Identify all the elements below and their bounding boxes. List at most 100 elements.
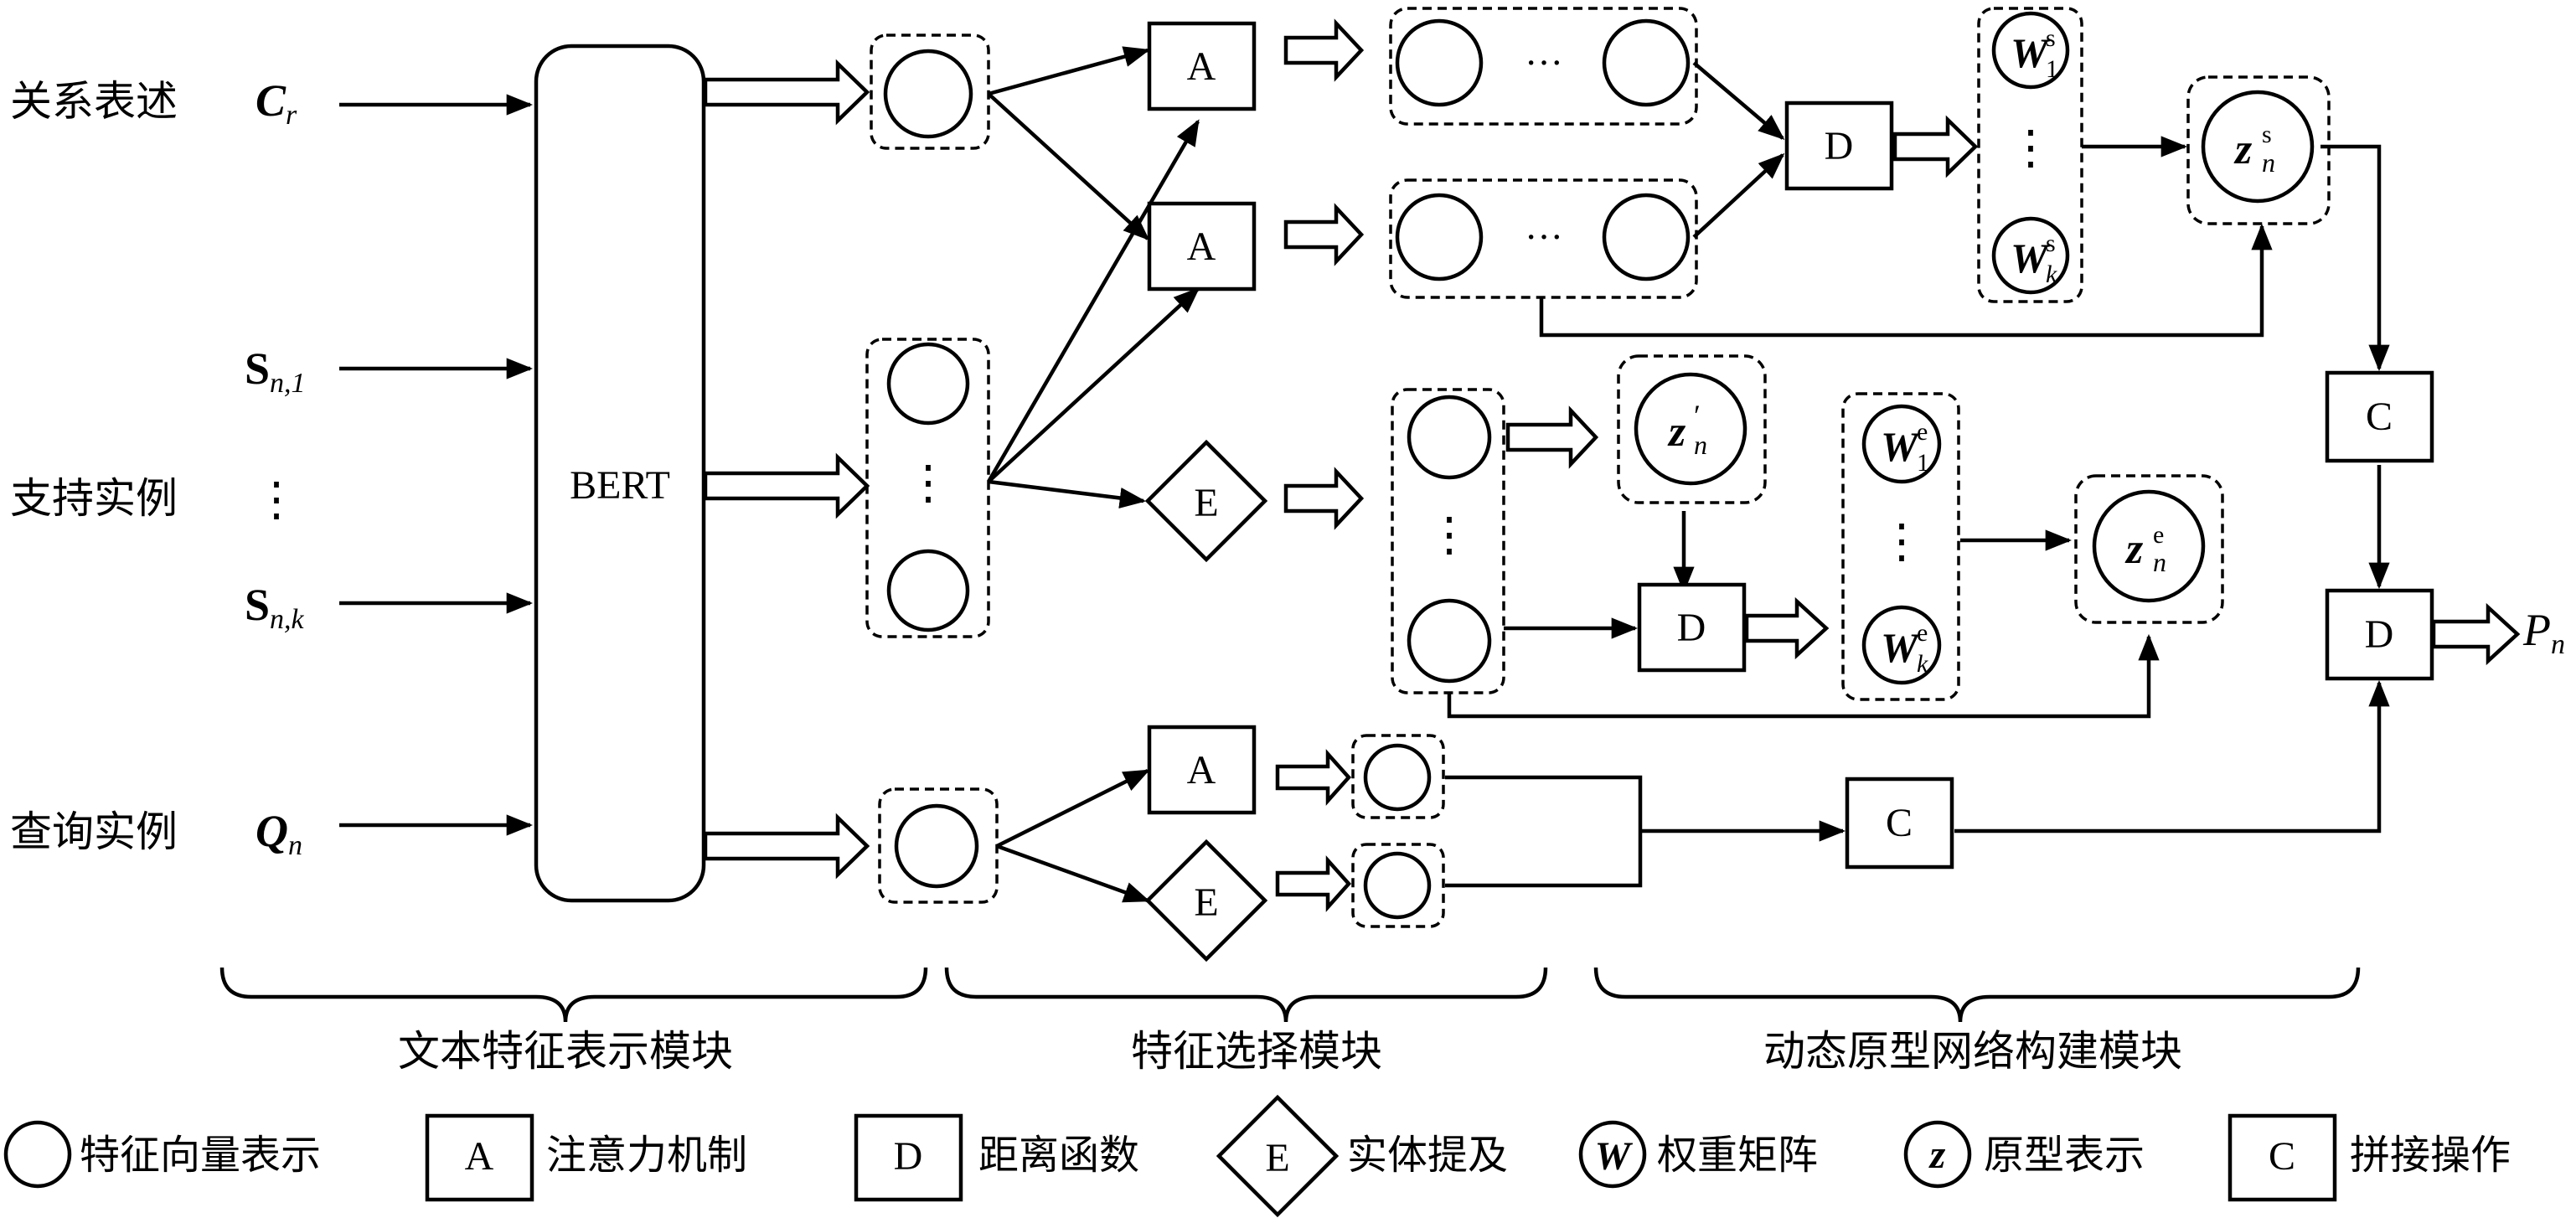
final-output-arrow (2431, 602, 2521, 666)
query-entity-feature (1351, 843, 1445, 928)
query-symbol: Qn (256, 806, 302, 861)
entity-to-prototype-arrow (1505, 405, 1599, 469)
attention-block-1: A (1147, 21, 1257, 111)
support-weight-matrices: W s 1 ⋮ W s k (1977, 7, 2083, 303)
svg-text:C: C (2366, 395, 2393, 439)
legend: 特征向量表示 A 注意力机制 D 距离函数 E 实体提及 W 权重矩阵 z 原型… (3, 1094, 2511, 1218)
module-feature-selection: 特征选择模块 (1131, 1027, 1382, 1076)
legend-prototype: z 原型表示 (1903, 1120, 2145, 1189)
query-vector (878, 787, 999, 904)
distance-block-3: D (2325, 588, 2434, 681)
svg-text:A: A (465, 1134, 494, 1179)
legend-attention: A 注意力机制 (425, 1113, 747, 1202)
svg-text:距离函数: 距离函数 (978, 1132, 1139, 1179)
support-prototype: z s n (2186, 75, 2331, 225)
distance-block-1: D (1784, 101, 1894, 191)
svg-text:e: e (1917, 619, 1928, 647)
svg-text:n: n (1694, 430, 1707, 460)
svg-text:z: z (1667, 408, 1686, 456)
svg-text:E: E (1265, 1136, 1289, 1180)
entity-prototype-final: z e n (2074, 474, 2224, 624)
svg-text:D: D (1825, 124, 1854, 168)
support-first-symbol: Sn,1 (245, 343, 306, 399)
svg-text:C: C (1886, 801, 1913, 845)
legend-distance: D 距离函数 (854, 1113, 1139, 1202)
svg-text:s: s (2262, 121, 2272, 148)
svg-text:e: e (2153, 521, 2164, 549)
svg-text:原型表示: 原型表示 (1984, 1132, 2145, 1179)
svg-text:W: W (1595, 1134, 1634, 1179)
support-vector-dots: ⋮ (905, 457, 952, 509)
svg-text:⋮: ⋮ (2007, 122, 2054, 174)
module-dynamic-prototype: 动态原型网络构建模块 (1763, 1027, 2182, 1076)
entity-features: ⋮ (1391, 388, 1505, 694)
distance-block-2: D (1637, 582, 1747, 673)
relation-label: 关系表述 (10, 77, 178, 126)
svg-text:特征向量表示: 特征向量表示 (80, 1132, 321, 1179)
input-labels: 关系表述 Cr Sn,1 支持实例 ⋮ Sn,k 查询实例 Qn (10, 75, 306, 861)
bert-encoder: BERT (534, 44, 706, 903)
svg-text:E: E (1194, 880, 1218, 925)
legend-feature-vector: 特征向量表示 (3, 1120, 321, 1189)
selection-arrows (987, 46, 1200, 903)
relation-attended-features: ··· (1389, 7, 1698, 126)
svg-text:s: s (2046, 230, 2056, 257)
svg-text:W: W (1881, 624, 1921, 671)
svg-text:E: E (1194, 481, 1218, 525)
svg-text:1: 1 (2046, 55, 2058, 83)
svg-text:⋮: ⋮ (1878, 516, 1925, 568)
svg-text:D: D (1677, 606, 1706, 650)
support-dots: ⋮ (253, 474, 300, 526)
svg-text:z: z (2124, 525, 2144, 573)
svg-text:A: A (1187, 44, 1216, 89)
support-vectors: ⋮ (865, 338, 990, 638)
svg-text:A: A (1187, 225, 1216, 269)
svg-text:注意力机制: 注意力机制 (546, 1132, 747, 1179)
bert-label: BERT (570, 463, 670, 508)
output-symbol: Pn (2522, 605, 2565, 660)
query-attended-feature (1351, 734, 1445, 819)
svg-text:D: D (2365, 612, 2394, 657)
attention-block-3: A (1147, 725, 1257, 815)
svg-text:z: z (1928, 1133, 1946, 1177)
entity-block-1: E (1144, 439, 1268, 563)
attention-block-2: A (1147, 201, 1257, 292)
query-label: 查询实例 (10, 808, 178, 856)
concat-block-1: C (2325, 370, 2434, 463)
svg-text:D: D (894, 1134, 923, 1179)
svg-text:···: ··· (1525, 215, 1563, 258)
svg-text:n: n (2262, 147, 2275, 178)
svg-text:s: s (2046, 24, 2056, 52)
legend-weight: W 权重矩阵 (1578, 1120, 1818, 1189)
relation-vector (870, 34, 990, 150)
svg-text:′: ′ (1694, 399, 1701, 432)
svg-text:⋮: ⋮ (1426, 509, 1473, 561)
entity-block-2: E (1144, 839, 1268, 963)
input-arrows (339, 94, 534, 836)
entity-prototype: z ′ n (1617, 354, 1767, 504)
svg-text:W: W (2011, 29, 2051, 76)
concat-block-2: C (1845, 777, 1954, 870)
svg-text:实体提及: 实体提及 (1347, 1132, 1508, 1179)
support-last-symbol: Sn,k (245, 580, 305, 635)
svg-text:k: k (2046, 261, 2057, 288)
svg-text:拼接操作: 拼接操作 (2350, 1132, 2511, 1179)
operator-output-arrows (1275, 18, 1365, 912)
svg-text:W: W (1881, 423, 1921, 470)
distance-1-output-arrow (1892, 115, 1979, 178)
svg-text:C: C (2269, 1134, 2295, 1179)
module-labels: 文本特征表示模块 特征选择模块 动态原型网络构建模块 (398, 1027, 2182, 1076)
prototype-arrows (1445, 61, 2390, 888)
svg-text:z: z (2233, 126, 2253, 173)
svg-text:e: e (1917, 418, 1928, 446)
legend-concat: C 拼接操作 (2228, 1113, 2511, 1202)
relation-symbol: Cr (256, 75, 297, 131)
svg-text:权重矩阵: 权重矩阵 (1657, 1132, 1818, 1179)
legend-entity: E 实体提及 (1216, 1094, 1508, 1218)
svg-text:1: 1 (1917, 449, 1929, 477)
svg-text:W: W (2011, 235, 2051, 281)
svg-text:n: n (2153, 547, 2166, 577)
module-text-feature: 文本特征表示模块 (398, 1027, 733, 1076)
svg-text:A: A (1187, 748, 1216, 792)
